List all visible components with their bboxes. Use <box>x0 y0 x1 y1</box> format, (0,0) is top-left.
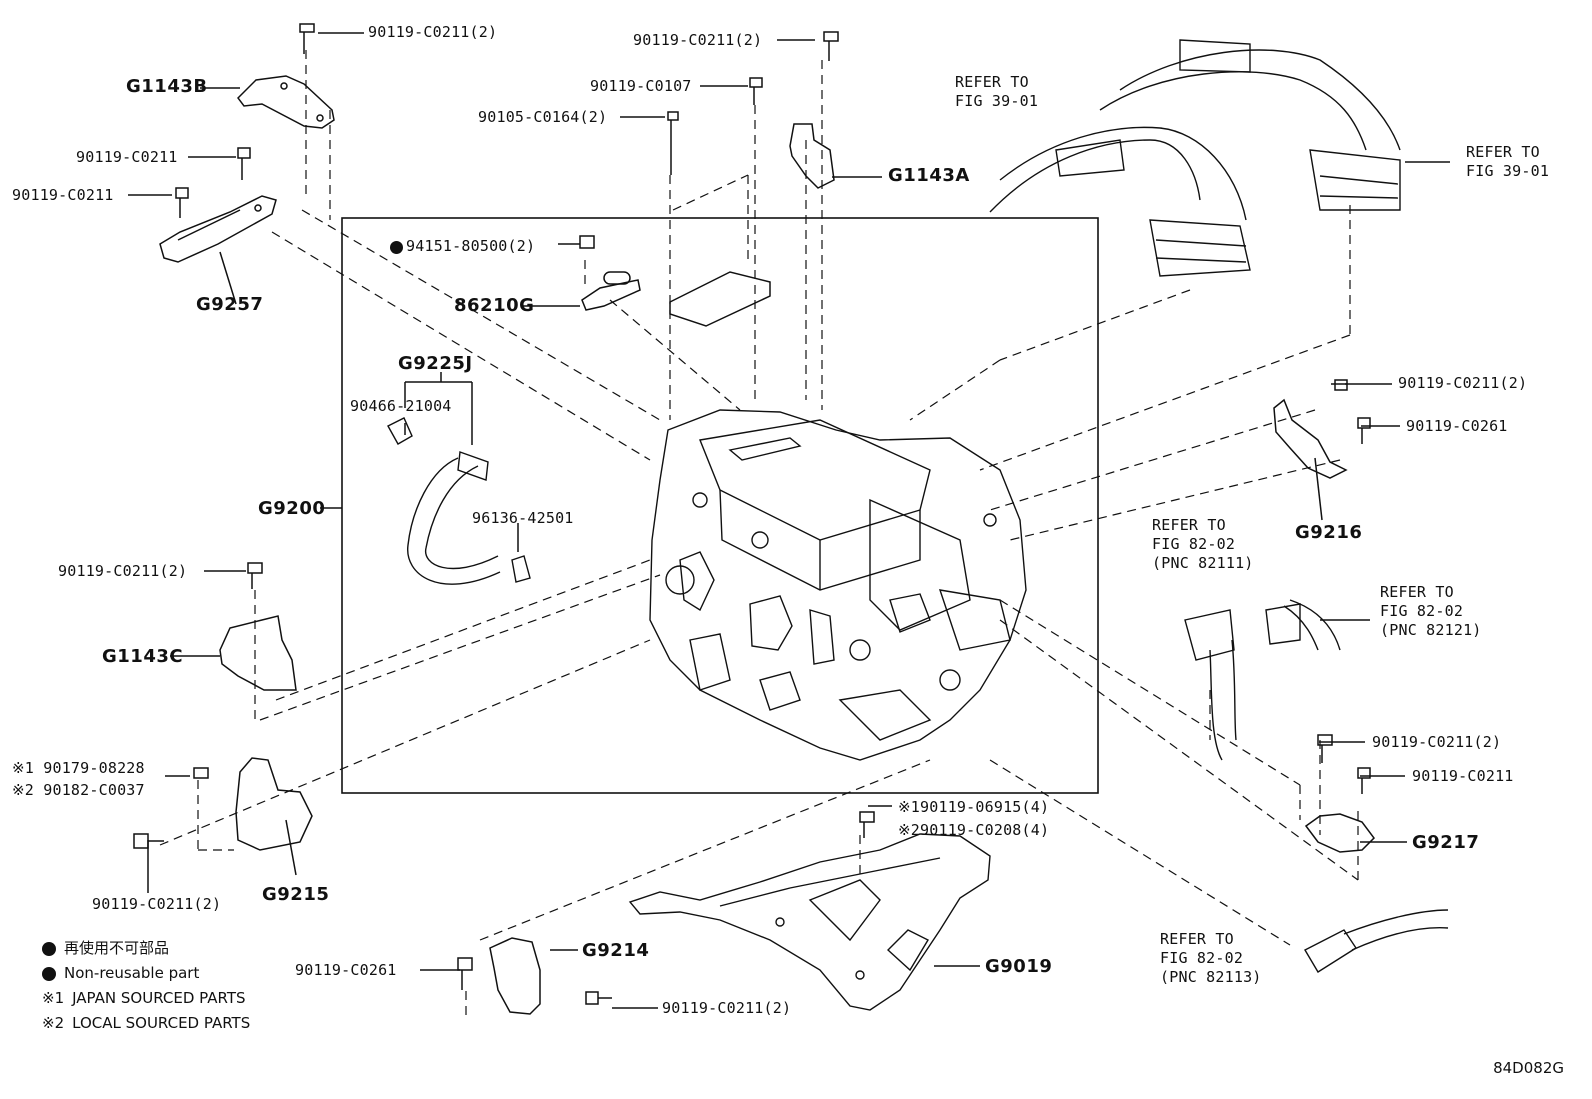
part-label[interactable]: 90119-C0261 <box>295 961 397 979</box>
group-label-g9215[interactable]: G9215 <box>262 884 330 905</box>
bullet-icon <box>42 966 56 981</box>
g9257-bracket <box>159 195 277 263</box>
group-label-g9257[interactable]: G9257 <box>196 294 264 315</box>
part-label[interactable]: 90119-C0211(2) <box>368 23 498 41</box>
group-label-g9019[interactable]: G9019 <box>985 956 1053 977</box>
figure-code: 84D082G <box>1493 1059 1564 1077</box>
part-label[interactable]: ※1 90179-08228 <box>12 759 145 777</box>
g9216-bracket <box>1273 398 1348 479</box>
part-label[interactable]: 90119-C0211(2) <box>662 999 792 1017</box>
group-label-g9214[interactable]: G9214 <box>582 940 650 961</box>
non-reusable-marker <box>390 241 403 254</box>
legend-text: Non-reusable part <box>64 964 200 982</box>
group-label-g9200[interactable]: G9200 <box>258 498 326 519</box>
group-label-g1143c[interactable]: G1143C <box>102 646 184 667</box>
legend-row: ※2 LOCAL SOURCED PARTS <box>42 1011 250 1036</box>
leader-lines <box>128 32 1450 1009</box>
g9225j-hose <box>387 417 531 585</box>
g9214-bracket <box>489 937 541 1015</box>
g1143a-bracket <box>789 123 835 189</box>
part-label[interactable]: 90119-C0211 <box>12 186 114 204</box>
g9215-bracket <box>235 757 313 851</box>
legend-text: JAPAN SOURCED PARTS <box>72 989 246 1007</box>
part-label[interactable]: ※190119-06915(4) <box>898 798 1050 816</box>
g9217-bracket <box>1304 813 1375 853</box>
legend-row: Non-reusable part <box>42 961 250 986</box>
dashed-lines <box>159 50 1359 1015</box>
part-label[interactable]: 90119-C0211(2) <box>1398 374 1528 392</box>
legend: 再使用不可部品 Non-reusable part ※1 JAPAN SOURC… <box>42 936 250 1036</box>
legend-text: LOCAL SOURCED PARTS <box>72 1014 251 1032</box>
g9200-frame <box>341 217 1099 794</box>
part-label[interactable]: ※290119-C0208(4) <box>898 821 1050 839</box>
g9019-crossmember <box>628 833 991 1011</box>
part-label[interactable]: 90105-C0164(2) <box>478 108 608 126</box>
harness-cables <box>989 39 1449 973</box>
part-label[interactable]: 96136-42501 <box>472 509 574 527</box>
bullet-icon <box>42 941 56 956</box>
part-label[interactable]: ※2 90182-C0037 <box>12 781 145 799</box>
legend-symbol: ※2 <box>42 1014 65 1032</box>
group-label-86210g[interactable]: 86210G <box>454 295 535 316</box>
group-label-g9217[interactable]: G9217 <box>1412 832 1480 853</box>
86210g-bracket <box>581 271 641 311</box>
part-label[interactable]: 90119-C0261 <box>1406 417 1508 435</box>
part-label[interactable]: 90466-21004 <box>350 397 452 415</box>
part-label[interactable]: 90119-C0107 <box>590 77 692 95</box>
part-label[interactable]: 90119-C0211(2) <box>1372 733 1502 751</box>
part-label[interactable]: 90119-C0211 <box>1412 767 1514 785</box>
part-label[interactable]: 90119-C0211(2) <box>633 31 763 49</box>
part-label[interactable]: 94151-80500(2) <box>406 237 536 255</box>
g1143b-bracket <box>237 75 335 129</box>
legend-row: ※1 JAPAN SOURCED PARTS <box>42 986 250 1011</box>
inverter-assembly <box>649 409 1027 761</box>
g1143c-bracket <box>219 615 297 691</box>
legend-text: 再使用不可部品 <box>64 939 170 957</box>
cover-plate <box>669 271 771 327</box>
legend-row: 再使用不可部品 <box>42 936 250 961</box>
part-label[interactable]: 90119-C0211(2) <box>58 562 188 580</box>
group-label-g9225j[interactable]: G9225J <box>398 353 473 374</box>
legend-symbol: ※1 <box>42 989 65 1007</box>
group-label-g9216[interactable]: G9216 <box>1295 522 1363 543</box>
bolt-icons <box>133 23 1371 1005</box>
group-label-g1143b[interactable]: G1143B <box>126 76 208 97</box>
part-label[interactable]: 90119-C0211(2) <box>92 895 222 913</box>
part-label[interactable]: 90119-C0211 <box>76 148 178 166</box>
group-label-g1143a[interactable]: G1143A <box>888 165 970 186</box>
